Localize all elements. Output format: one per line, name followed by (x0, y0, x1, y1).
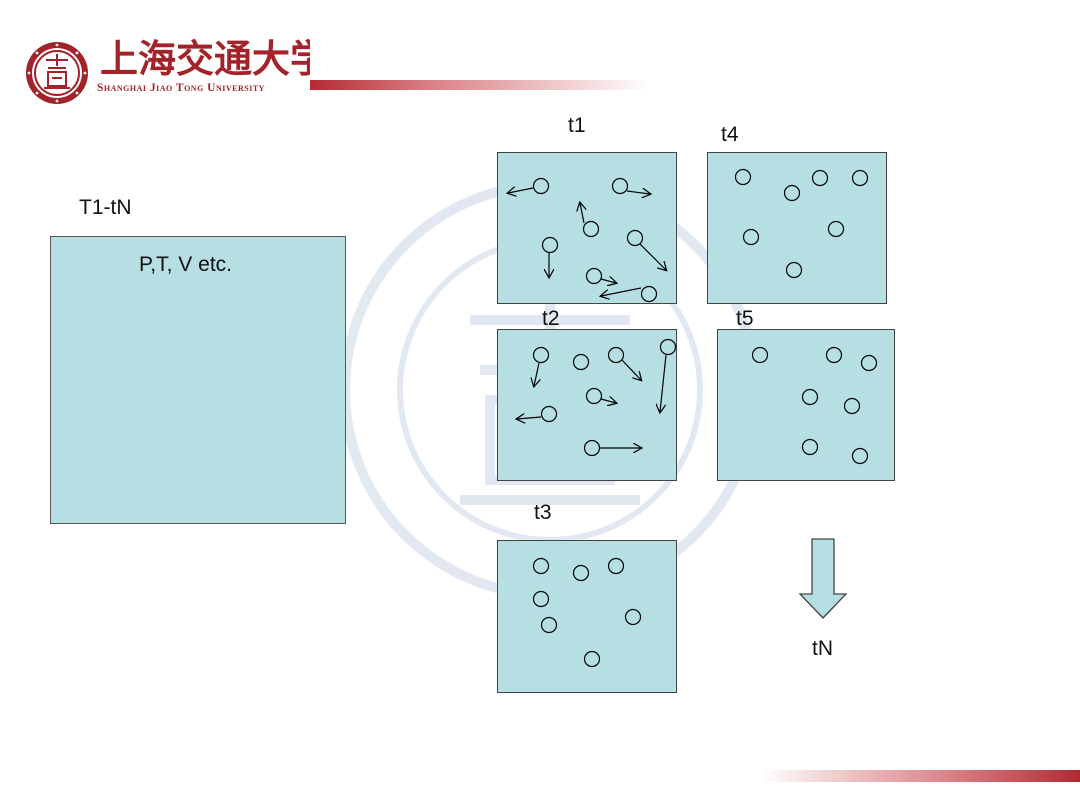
molecule (541, 236, 559, 254)
footer-gradient-bar (760, 770, 1080, 782)
velocity-arrow (600, 399, 616, 403)
molecule (783, 184, 801, 202)
molecule (532, 590, 550, 608)
velocity-arrow (601, 287, 642, 296)
molecule (607, 346, 625, 364)
molecule (532, 177, 550, 195)
svg-text:上海交通大学: 上海交通大学 (100, 36, 310, 81)
arrow-down-icon (798, 538, 848, 619)
molecule (825, 346, 843, 364)
velocity-arrow (621, 359, 641, 380)
snapshot-label-t2: t2 (542, 307, 560, 330)
molecule (582, 220, 600, 238)
molecule (843, 397, 861, 415)
molecule (734, 168, 752, 186)
velocity-arrow (639, 243, 666, 270)
molecule (801, 388, 819, 406)
university-name-cn-logo: 上海交通大学 (100, 36, 310, 81)
molecule (851, 447, 869, 465)
macroscopic-quantities-label: P,T, V etc. (139, 253, 232, 276)
molecule (851, 169, 869, 187)
velocity-arrow (534, 362, 539, 386)
molecule (659, 338, 677, 356)
molecule (607, 557, 625, 575)
particles-t4 (734, 168, 869, 279)
molecule (860, 354, 878, 372)
velocity-arrow (580, 203, 584, 224)
molecule (532, 557, 550, 575)
molecule (785, 261, 803, 279)
header-gradient-bar (310, 80, 650, 90)
particles-t5 (751, 346, 878, 465)
velocity-arrow (517, 417, 542, 419)
molecule (640, 285, 658, 303)
sjtu-seal-icon (26, 42, 88, 104)
molecule (742, 228, 760, 246)
time-arrow-label: tN (812, 637, 833, 660)
molecule (801, 438, 819, 456)
snapshot-panel-t2 (497, 329, 677, 481)
molecule (827, 220, 845, 238)
molecule (532, 346, 550, 364)
molecule (572, 564, 590, 582)
molecule (540, 405, 558, 423)
snapshot-label-t5: t5 (736, 307, 754, 330)
molecule (572, 353, 590, 371)
molecule (540, 616, 558, 634)
snapshot-panel-t5 (717, 329, 895, 481)
velocity-arrow (626, 191, 650, 194)
molecule (626, 229, 644, 247)
molecule (751, 346, 769, 364)
time-range-label: T1-tN (79, 196, 132, 219)
velocity-arrow (600, 279, 616, 283)
molecule (583, 439, 601, 457)
snapshot-label-t1: t1 (568, 114, 586, 137)
velocity-arrow (660, 354, 667, 412)
particles-t2 (498, 338, 677, 457)
snapshot-panel-t3 (497, 540, 677, 693)
snapshot-label-t4: t4 (721, 123, 739, 146)
snapshot-label-t3: t3 (534, 501, 552, 524)
molecule (611, 177, 629, 195)
macroscopic-state-box: P,T, V etc. (50, 236, 346, 524)
velocity-arrow (508, 188, 534, 193)
molecule (624, 608, 642, 626)
molecule (583, 650, 601, 668)
molecule (811, 169, 829, 187)
molecule (585, 267, 603, 285)
particles-t3 (532, 557, 642, 668)
snapshot-panel-t4 (707, 152, 887, 304)
molecule (585, 387, 603, 405)
snapshot-panel-t1 (497, 152, 677, 304)
particles-t1 (498, 177, 676, 303)
university-name-en: Shanghai Jiao Tong University (97, 82, 265, 94)
